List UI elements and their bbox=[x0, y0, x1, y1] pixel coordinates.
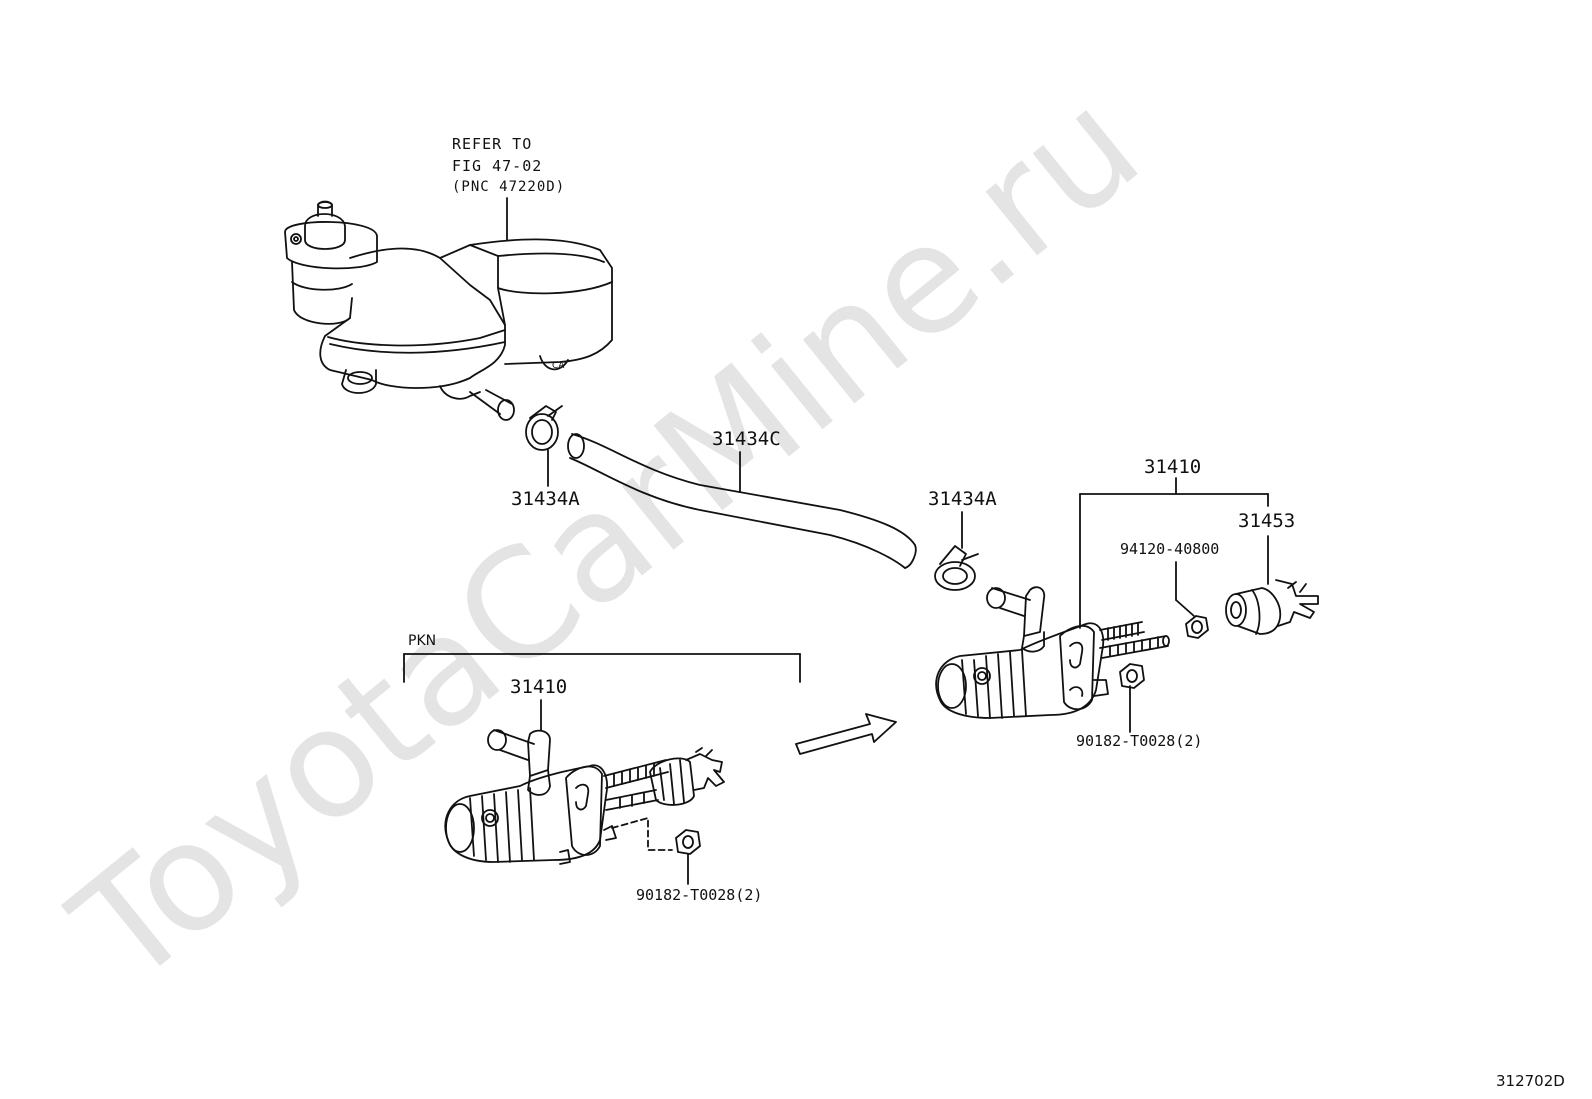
hose bbox=[567, 433, 917, 569]
hose-clip-right bbox=[934, 545, 979, 591]
reservoir-tank: CA bbox=[284, 200, 613, 421]
hose-part-number: 31434C bbox=[712, 428, 781, 450]
refer-pnc-label: (PNC 47220D) bbox=[452, 180, 565, 194]
nut-right bbox=[1119, 663, 1145, 689]
cylinder-left-part-number: 31410 bbox=[510, 676, 568, 698]
clip-right-part-number: 31434A bbox=[928, 488, 997, 510]
clevis bbox=[1225, 579, 1319, 635]
nut-mid bbox=[1185, 615, 1209, 639]
diagram-id: 312702D bbox=[1496, 1072, 1565, 1090]
nut-left-dashed-link bbox=[611, 817, 673, 851]
refer-fig-label: FIG 47-02 bbox=[452, 159, 542, 174]
pkn-label: PKN bbox=[408, 633, 437, 649]
clutch-master-cylinder-right bbox=[935, 586, 1170, 719]
hose-clip-left bbox=[525, 405, 563, 451]
refer-line-3: (PNC 47220D) bbox=[452, 179, 566, 195]
clip-left-part-number: 31434A bbox=[511, 488, 580, 510]
nut-left bbox=[675, 829, 701, 855]
cylinder-right-part-number: 31410 bbox=[1144, 456, 1202, 478]
svg-text:CA: CA bbox=[552, 361, 565, 371]
nut-left-part-number: 90182-T0028(2) bbox=[636, 886, 763, 904]
nut-mid-part-number: 94120-40800 bbox=[1120, 540, 1220, 558]
nut-mid-leader-diag bbox=[1175, 599, 1195, 617]
refer-line-1: REFER TO bbox=[452, 135, 533, 153]
arrow-pkn-to-main bbox=[795, 713, 897, 755]
pkn-bracket bbox=[403, 653, 801, 683]
refer-line-2: FIG 47-02 bbox=[452, 157, 543, 175]
clevis-part-number: 31453 bbox=[1238, 510, 1296, 532]
clutch-master-cylinder-left bbox=[444, 729, 725, 865]
refer-to-label: REFER TO bbox=[452, 137, 532, 152]
nut-right-part-number: 90182-T0028(2) bbox=[1076, 732, 1203, 750]
